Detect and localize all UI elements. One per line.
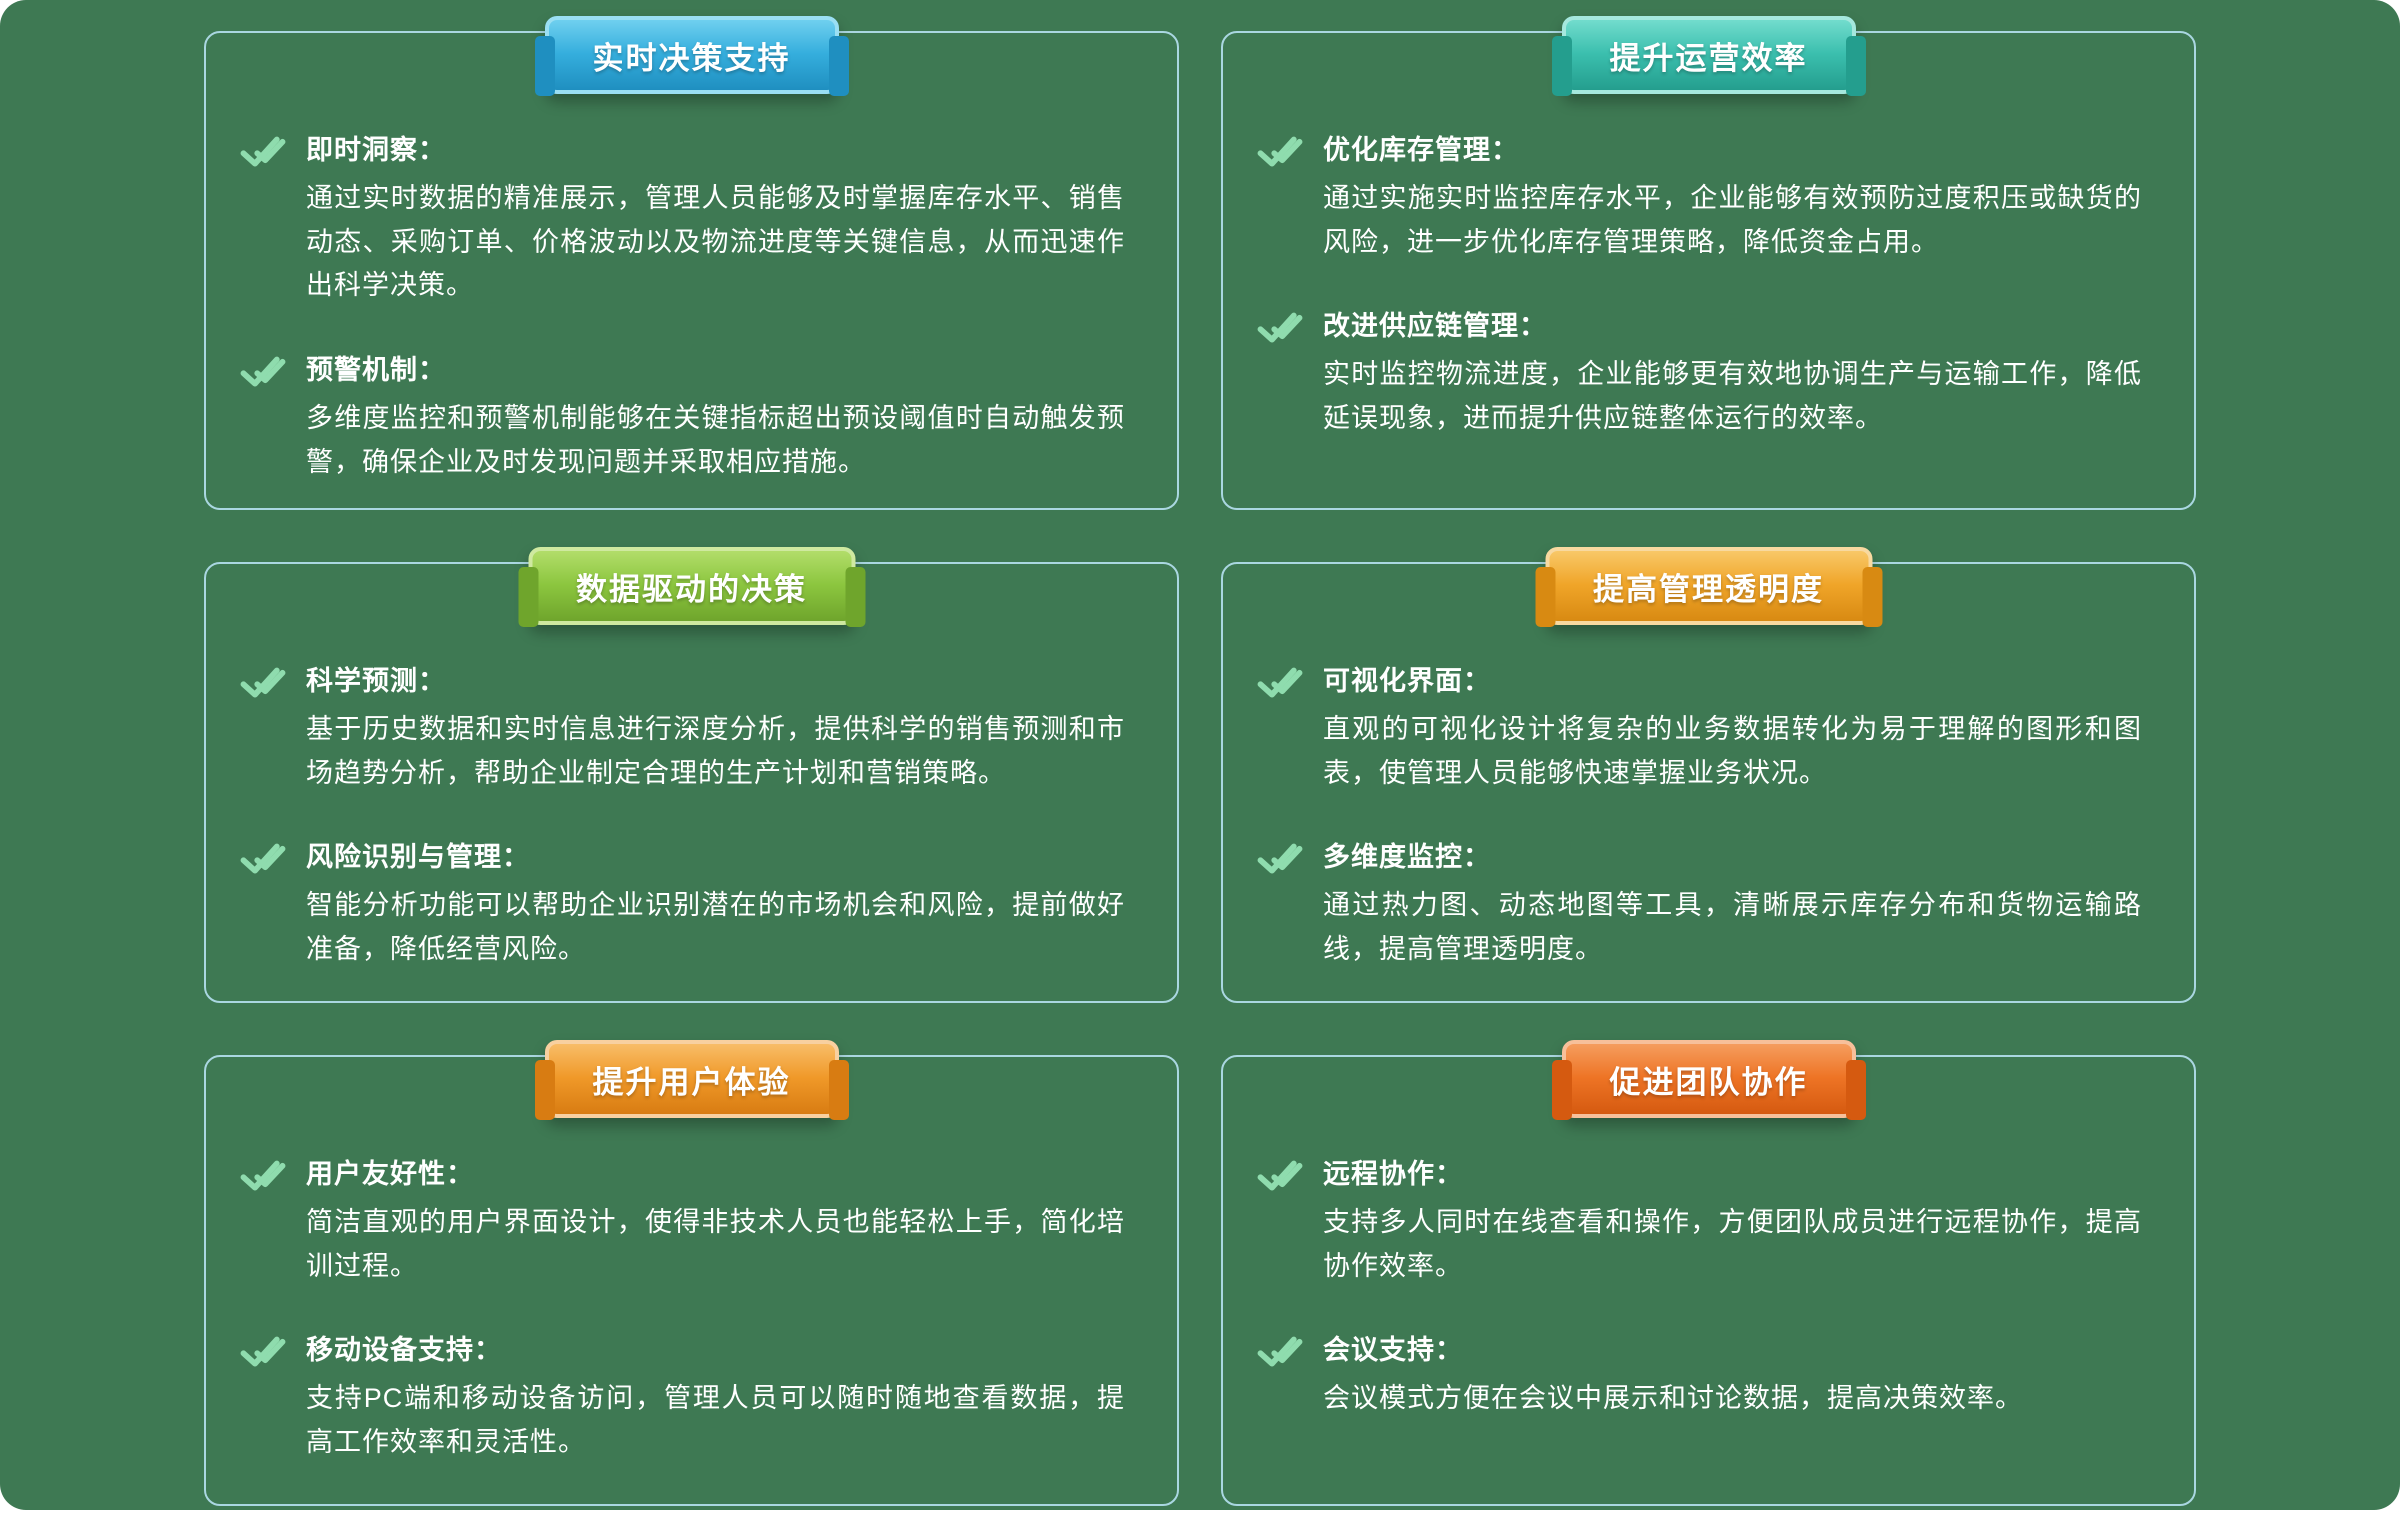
badge-label: 提升用户体验 [592, 1064, 791, 1100]
feature-item: 风险识别与管理： 智能分析功能可以帮助企业识别潜在的市场机会和风险，提前做好准备… [240, 835, 1125, 971]
double-check-icon [240, 1332, 286, 1370]
item-heading: 即时洞察： [306, 135, 446, 165]
double-check-icon [1257, 663, 1303, 701]
feature-item: 预警机制： 多维度监控和预警机制能够在关键指标超出预设阈值时自动触发预警，确保企… [240, 348, 1125, 484]
feature-item: 科学预测： 基于历史数据和实时信息进行深度分析，提供科学的销售预测和市场趋势分析… [240, 659, 1125, 795]
double-check-icon [240, 132, 286, 170]
item-body: 通过热力图、动态地图等工具，清晰展示库存分布和货物运输路线，提高管理透明度。 [1323, 890, 2142, 965]
card-title-badge: 实时决策支持 [534, 16, 849, 96]
item-body: 通过实施实时监控库存水平，企业能够有效预防过度积压或缺货的风险，进一步优化库存管… [1323, 183, 2142, 257]
badge-label: 提升运营效率 [1609, 40, 1808, 76]
double-check-icon [1257, 132, 1303, 170]
feature-card-grid: 实时决策支持 即时洞察： 通过实时数据的精准展示，管理人员能够及时掌握库存水平、… [204, 16, 2196, 1506]
item-heading: 改进供应链管理： [1323, 311, 1547, 342]
badge-label: 实时决策支持 [592, 40, 791, 76]
double-check-icon [240, 352, 286, 390]
card-data-driven-decision: 数据驱动的决策 科学预测： 基于历史数据和实时信息进行深度分析，提供科学的销售预… [204, 547, 1179, 1003]
badge-label: 促进团队协作 [1609, 1064, 1808, 1100]
card-title-badge: 提高管理透明度 [1535, 547, 1882, 627]
item-heading: 风险识别与管理： [306, 842, 530, 873]
item-heading: 优化库存管理： [1323, 135, 1519, 165]
item-heading: 用户友好性： [306, 1159, 474, 1189]
double-check-icon [1257, 1332, 1303, 1370]
feature-item: 多维度监控： 通过热力图、动态地图等工具，清晰展示库存分布和货物运输路线，提高管… [1257, 835, 2142, 971]
item-body: 通过实时数据的精准展示，管理人员能够及时掌握库存水平、销售动态、采购订单、价格波… [306, 183, 1125, 301]
feature-item: 移动设备支持： 支持PC端和移动设备访问，管理人员可以随时随地查看数据，提高工作… [240, 1328, 1125, 1464]
item-body: 直观的可视化设计将复杂的业务数据转化为易于理解的图形和图表，使管理人员能够快速掌… [1323, 714, 2142, 788]
badge-label: 提高管理透明度 [1593, 571, 1824, 607]
item-body: 简洁直观的用户界面设计，使得非技术人员也能轻松上手，简化培训过程。 [306, 1207, 1125, 1281]
item-heading: 远程协作： [1323, 1159, 1463, 1189]
card-realtime-decision-support: 实时决策支持 即时洞察： 通过实时数据的精准展示，管理人员能够及时掌握库存水平、… [204, 16, 1179, 510]
item-heading: 多维度监控： [1323, 842, 1491, 873]
item-body: 实时监控物流进度，企业能够更有效地协调生产与运输工作，降低延误现象，进而提升供应… [1323, 359, 2142, 434]
item-heading: 预警机制： [306, 355, 446, 386]
double-check-icon [240, 839, 286, 877]
item-body: 基于历史数据和实时信息进行深度分析，提供科学的销售预测和市场趋势分析，帮助企业制… [306, 714, 1125, 788]
item-body: 支持PC端和移动设备访问，管理人员可以随时随地查看数据，提高工作效率和灵活性。 [306, 1383, 1125, 1458]
card-title-badge: 提升运营效率 [1551, 16, 1866, 96]
item-body: 多维度监控和预警机制能够在关键指标超出预设阈值时自动触发预警，确保企业及时发现问… [306, 403, 1125, 477]
card-title-badge: 促进团队协作 [1551, 1040, 1866, 1120]
feature-item: 远程协作： 支持多人同时在线查看和操作，方便团队成员进行远程协作，提高协作效率。 [1257, 1152, 2142, 1288]
double-check-icon [1257, 839, 1303, 877]
card-operational-efficiency: 提升运营效率 优化库存管理： 通过实施实时监控库存水平，企业能够有效预防过度积压… [1221, 16, 2196, 510]
double-check-icon [1257, 1156, 1303, 1194]
card-title-badge: 数据驱动的决策 [518, 547, 865, 627]
double-check-icon [1257, 308, 1303, 346]
item-heading: 会议支持： [1323, 1335, 1463, 1366]
card-team-collaboration: 促进团队协作 远程协作： 支持多人同时在线查看和操作，方便团队成员进行远程协作，… [1221, 1040, 2196, 1506]
item-body: 会议模式方便在会议中展示和讨论数据，提高决策效率。 [1323, 1383, 2023, 1414]
card-user-experience: 提升用户体验 用户友好性： 简洁直观的用户界面设计，使得非技术人员也能轻松上手，… [204, 1040, 1179, 1506]
feature-item: 用户友好性： 简洁直观的用户界面设计，使得非技术人员也能轻松上手，简化培训过程。 [240, 1152, 1125, 1288]
item-heading: 可视化界面： [1323, 666, 1491, 696]
item-heading: 科学预测： [306, 666, 446, 696]
card-management-transparency: 提高管理透明度 可视化界面： 直观的可视化设计将复杂的业务数据转化为易于理解的图… [1221, 547, 2196, 1003]
double-check-icon [240, 1156, 286, 1194]
feature-item: 即时洞察： 通过实时数据的精准展示，管理人员能够及时掌握库存水平、销售动态、采购… [240, 128, 1125, 308]
item-body: 支持多人同时在线查看和操作，方便团队成员进行远程协作，提高协作效率。 [1323, 1207, 2142, 1281]
item-heading: 移动设备支持： [306, 1335, 502, 1366]
card-title-badge: 提升用户体验 [534, 1040, 849, 1120]
badge-label: 数据驱动的决策 [576, 571, 807, 607]
feature-item: 会议支持： 会议模式方便在会议中展示和讨论数据，提高决策效率。 [1257, 1328, 2142, 1421]
feature-item: 优化库存管理： 通过实施实时监控库存水平，企业能够有效预防过度积压或缺货的风险，… [1257, 128, 2142, 264]
item-body: 智能分析功能可以帮助企业识别潜在的市场机会和风险，提前做好准备，降低经营风险。 [306, 890, 1125, 965]
double-check-icon [240, 663, 286, 701]
feature-item: 改进供应链管理： 实时监控物流进度，企业能够更有效地协调生产与运输工作，降低延误… [1257, 304, 2142, 440]
feature-item: 可视化界面： 直观的可视化设计将复杂的业务数据转化为易于理解的图形和图表，使管理… [1257, 659, 2142, 795]
